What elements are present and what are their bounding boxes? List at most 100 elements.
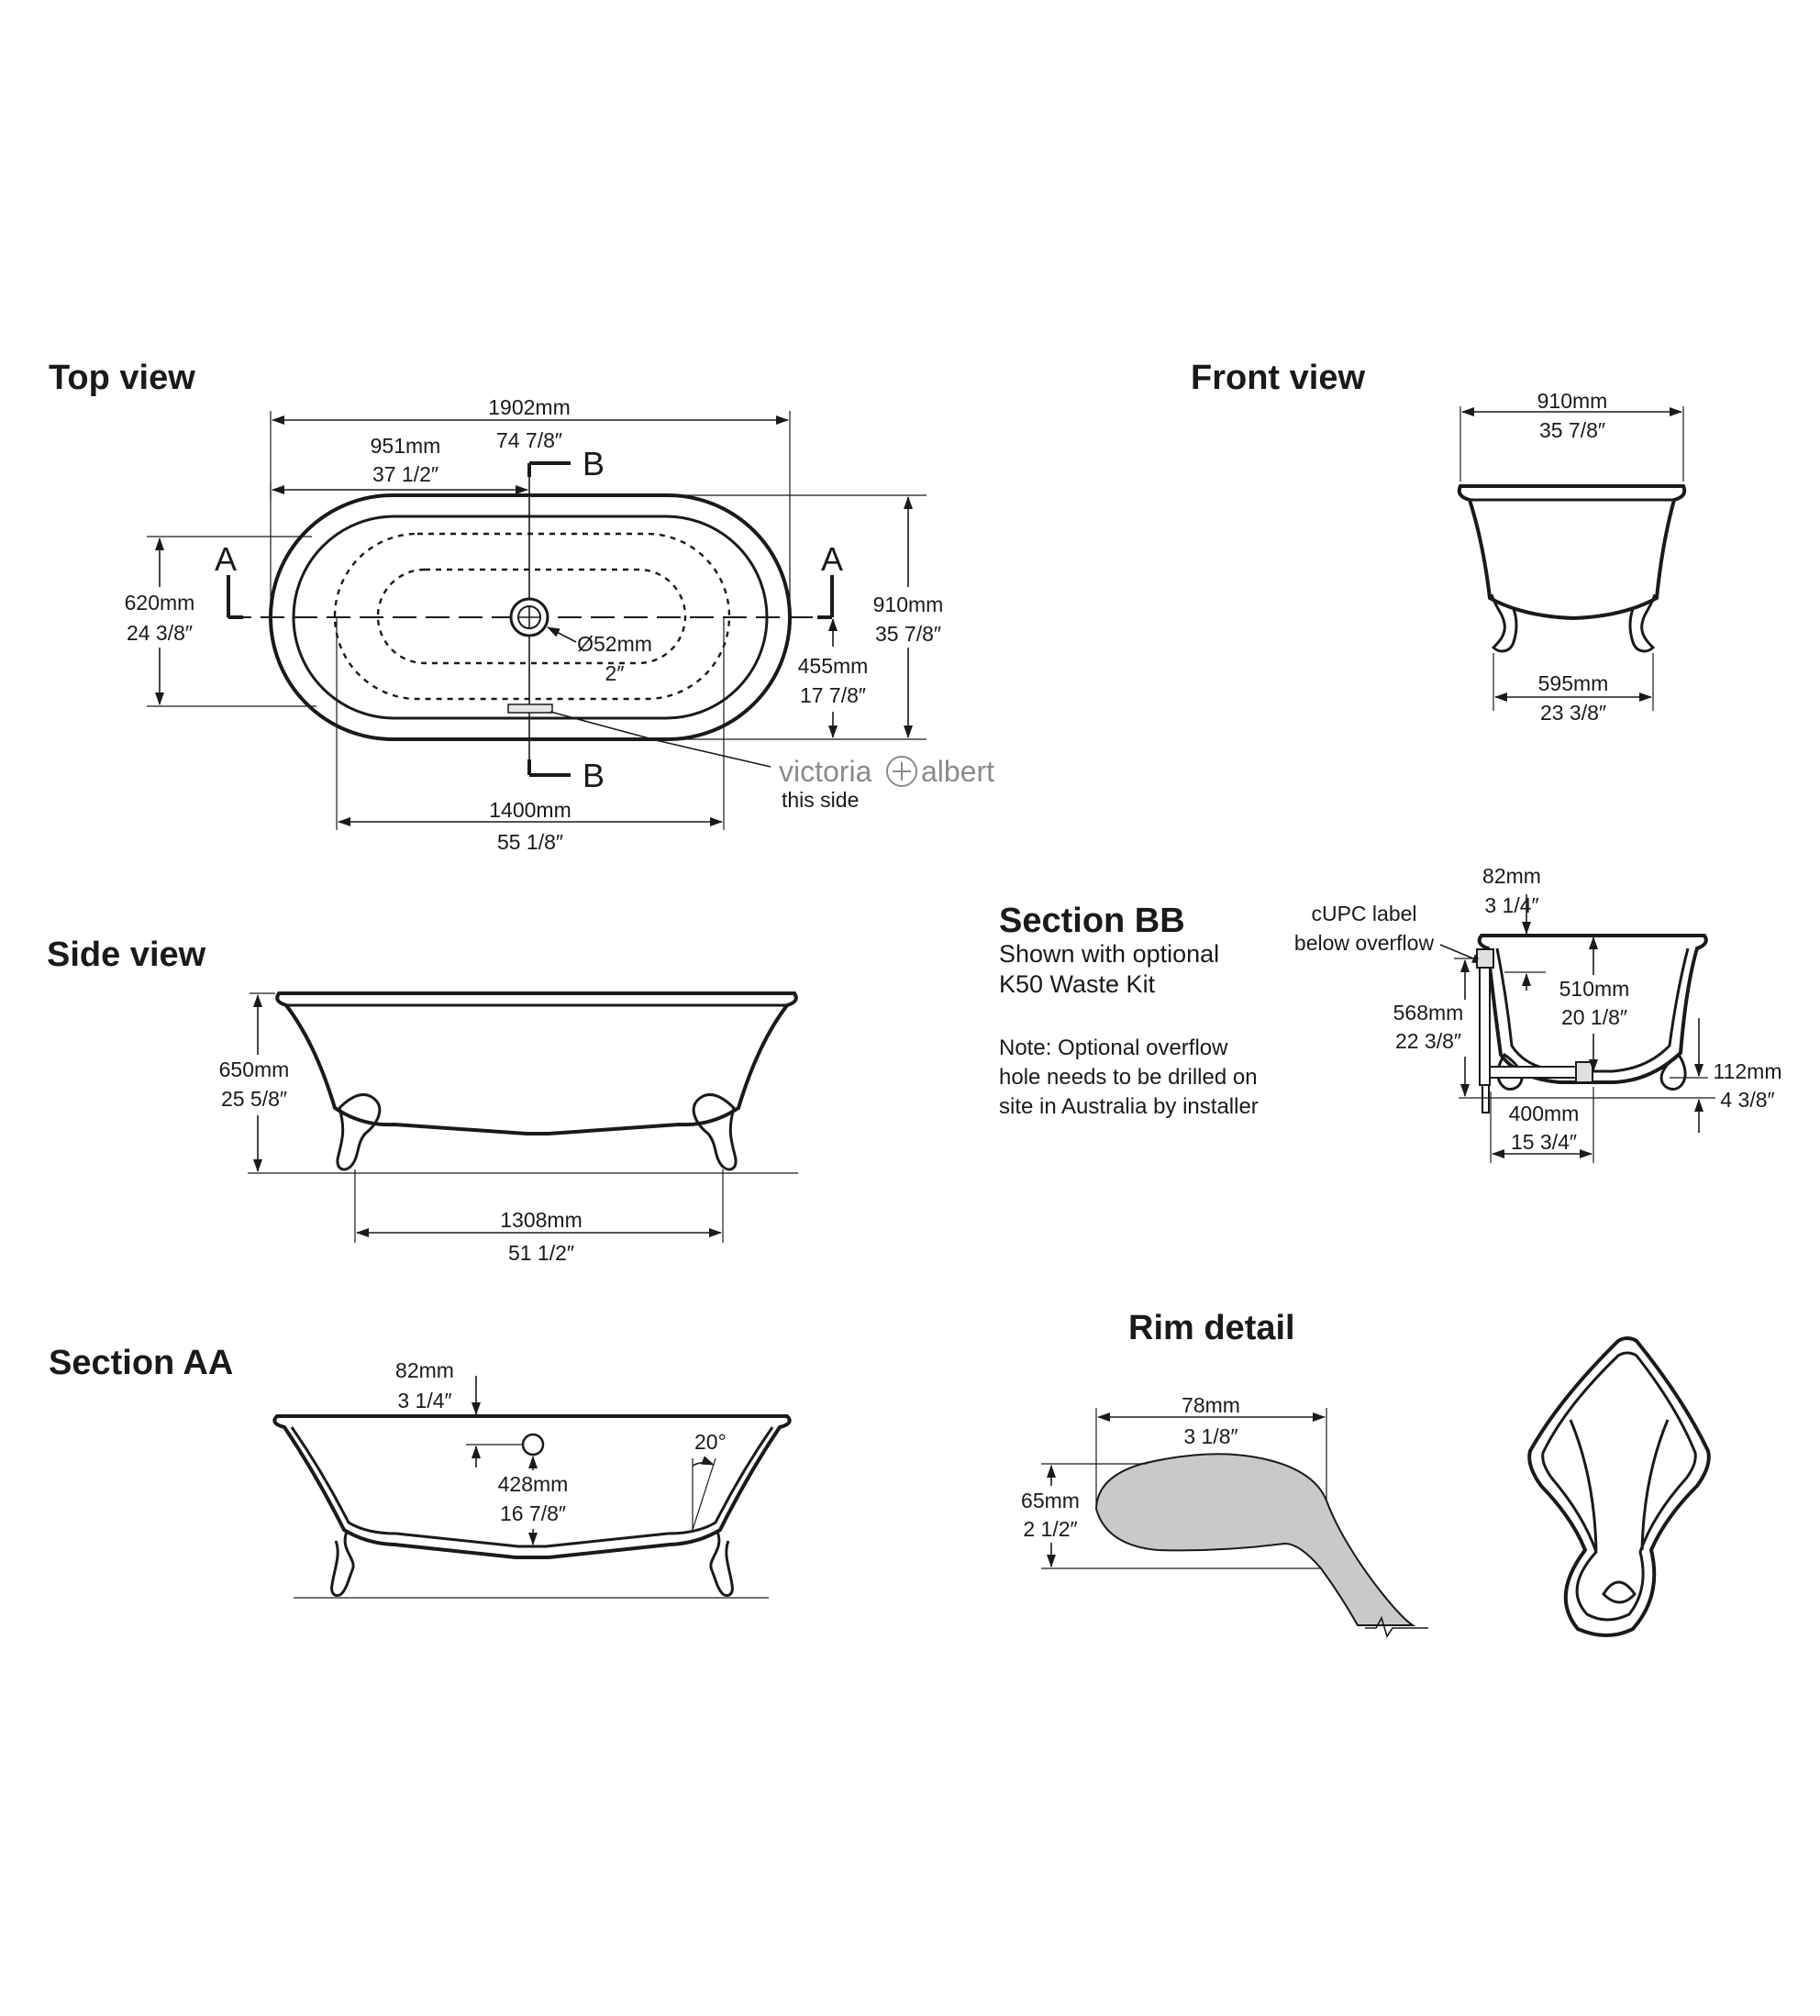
dim-aa-depth-mm: 428mm — [498, 1472, 569, 1496]
section-bb-right-foot — [1659, 1052, 1687, 1091]
dim-rim-height-in: 2 1/2″ — [1023, 1517, 1077, 1541]
dim-top-inner-length-mm: 1400mm — [489, 798, 571, 822]
dim-front-feet-mm: 595mm — [1538, 671, 1609, 695]
dim-aa-overflow-in: 3 1/4″ — [397, 1389, 451, 1412]
dim-front-width-in: 35 7/8″ — [1539, 418, 1605, 442]
section-b-top-label: B — [583, 445, 605, 482]
dim-bb-clearance-mm: 112mm — [1714, 1059, 1782, 1083]
dim-bb-overflow-in: 3 1/4″ — [1484, 893, 1538, 917]
side-view-right-foot — [692, 1093, 738, 1171]
dim-bb-clearance-in: 4 3/8″ — [1720, 1088, 1774, 1112]
section-aa-body — [272, 1414, 792, 1559]
label-backing — [862, 587, 954, 648]
brand-caption: this side — [782, 788, 859, 812]
section-a-right-label: A — [821, 540, 843, 578]
front-view-left-foot — [1490, 593, 1518, 653]
dim-rim-height-mm: 65mm — [1021, 1489, 1080, 1512]
foot-cross-section-inner — [1541, 1351, 1697, 1622]
dim-top-length-mm: 1902mm — [488, 395, 570, 419]
label-backing — [1014, 1486, 1087, 1543]
dim-waste-offset-in: 17 7/8″ — [800, 683, 866, 707]
section-bb-callout-1: cUPC label — [1311, 902, 1416, 925]
dim-waste-offset-mm: 455mm — [798, 654, 869, 678]
top-view: Top view A A B B 1 — [49, 359, 994, 854]
rim-break-line — [1365, 1615, 1428, 1638]
label-backing — [1555, 975, 1633, 1034]
waste-kit-overflow — [1476, 948, 1494, 969]
dim-top-inner-width-mm: 620mm — [125, 591, 195, 615]
side-view-left-foot — [336, 1093, 382, 1171]
front-view-right-foot — [1628, 593, 1657, 653]
label-backing — [212, 1055, 304, 1115]
label-backing — [115, 587, 206, 648]
dim-top-length-in: 74 7/8″ — [496, 428, 562, 452]
section-b-bottom-label: B — [583, 757, 605, 794]
overflow-plate-icon — [507, 703, 553, 714]
dim-front-width-mm: 910mm — [1537, 389, 1608, 413]
section-bb-subtitle-2: K50 Waste Kit — [999, 970, 1156, 998]
brand-logo: victoria albert — [779, 755, 994, 788]
label-backing — [1390, 1000, 1467, 1057]
dim-bb-height-mm: 568mm — [1393, 1001, 1464, 1025]
dim-top-half-length-mm: 951mm — [371, 434, 441, 458]
label-backing — [491, 1470, 575, 1529]
foot-cross-section-outer — [1527, 1336, 1711, 1637]
dim-waste-dia-in: 2″ — [605, 661, 625, 685]
dim-bb-depth-mm: 510mm — [1559, 977, 1630, 1001]
section-bb-note-1: Note: Optional overflow — [999, 1036, 1228, 1060]
dim-front-feet-in: 23 3/8″ — [1540, 701, 1606, 725]
dim-bb-waste-mm: 400mm — [1509, 1102, 1580, 1125]
top-view-floor-outline — [376, 568, 687, 665]
dim-aa-depth-in: 16 7/8″ — [500, 1501, 566, 1525]
dim-waste-dia-mm: Ø52mm — [577, 632, 652, 656]
top-view-basin-outline — [333, 532, 731, 701]
brand-name-left: victoria — [779, 755, 872, 788]
dim-side-height-in: 25 5/8″ — [221, 1087, 287, 1111]
front-view: Front view 910mm 35 7/8″ 595mm 23 3/8″ — [1191, 359, 1687, 725]
dim-side-feet-mm: 1308mm — [500, 1208, 582, 1232]
waste-kit-horizontal — [1489, 1066, 1590, 1079]
section-aa: Section AA 82mm 3 1/4″ 428mm 16 7/8″ 20° — [49, 1344, 792, 1599]
section-bb-subtitle-1: Shown with optional — [999, 940, 1219, 968]
section-bb-title: Section BB — [999, 902, 1185, 940]
angle-arc — [692, 1456, 715, 1467]
section-aa-inner-wall — [290, 1426, 774, 1548]
dim-aa-angle: 20° — [694, 1430, 727, 1454]
dim-top-inner-length-in: 55 1/8″ — [497, 830, 563, 854]
side-view-body — [275, 991, 798, 1135]
section-a-left-label: A — [215, 540, 237, 578]
brand-leader — [549, 711, 771, 768]
dim-side-feet-in: 51 1/2″ — [508, 1241, 574, 1265]
brand-name-right: albert — [921, 755, 994, 788]
waste-kit-trap-pipe — [1482, 1084, 1490, 1113]
overflow-hole-icon — [521, 1433, 545, 1457]
section-bb-note-3: site in Australia by installer — [999, 1094, 1259, 1119]
rim-profile — [1094, 1453, 1416, 1626]
rim-detail: Rim detail 78mm 3 1/8″ 65mm 2 1/2″ — [1014, 1309, 1711, 1638]
section-aa-title: Section AA — [49, 1344, 233, 1382]
waste-kit-outlet — [1575, 1061, 1593, 1083]
side-view: Side view 650mm 25 5/8″ 1308mm 51 1/2″ — [47, 936, 798, 1265]
section-bb-callout-2: below overflow — [1294, 931, 1435, 955]
dim-top-width-mm: 910mm — [873, 593, 944, 616]
dim-bb-height-in: 22 3/8″ — [1395, 1029, 1461, 1053]
dim-rim-width-mm: 78mm — [1182, 1393, 1240, 1417]
dim-top-inner-width-in: 24 3/8″ — [127, 621, 193, 645]
dim-bb-depth-in: 20 1/8″ — [1561, 1005, 1627, 1029]
section-aa-right-foot — [709, 1531, 734, 1598]
section-bb-note-2: hole needs to be drilled on — [999, 1065, 1258, 1090]
section-aa-left-foot — [330, 1531, 355, 1598]
section-bb: Section BB Shown with optional K50 Waste… — [999, 864, 1782, 1163]
angle-wall-line — [692, 1457, 716, 1531]
dim-aa-overflow-mm: 82mm — [395, 1358, 454, 1382]
rim-detail-title: Rim detail — [1128, 1309, 1295, 1347]
dim-rim-width-in: 3 1/8″ — [1183, 1424, 1237, 1448]
dim-top-width-in: 35 7/8″ — [875, 622, 941, 646]
dim-bb-waste-in: 15 3/4″ — [1511, 1130, 1577, 1154]
dim-side-height-mm: 650mm — [219, 1058, 290, 1081]
dim-bb-overflow-mm: 82mm — [1482, 864, 1541, 888]
top-view-title: Top view — [49, 359, 195, 397]
front-view-title: Front view — [1191, 359, 1365, 397]
side-view-title: Side view — [47, 936, 206, 974]
